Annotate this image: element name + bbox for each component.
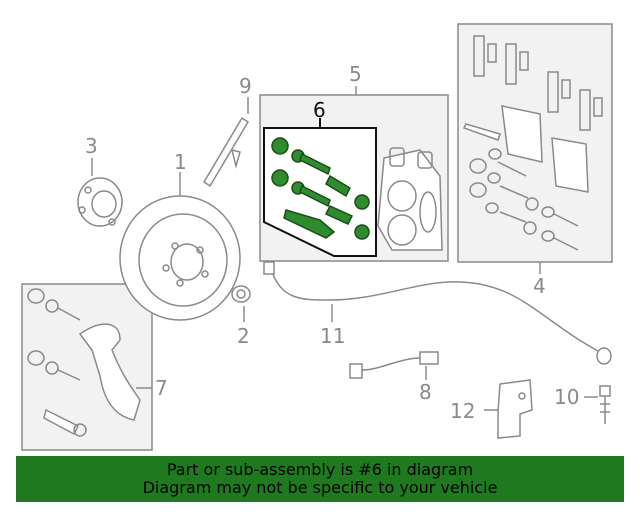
caliper-body — [377, 147, 443, 251]
hub-nut — [231, 285, 251, 303]
callout-3[interactable]: 3 — [85, 134, 98, 158]
callout-10[interactable]: 10 — [554, 385, 580, 409]
wheel-hub — [77, 177, 123, 227]
abs-sensor — [599, 385, 611, 424]
leader-lines — [91, 86, 598, 411]
callout-11[interactable]: 11 — [320, 324, 346, 348]
callout-9[interactable]: 9 — [239, 74, 252, 98]
callout-7[interactable]: 7 — [155, 376, 168, 400]
bracket-panel — [21, 283, 153, 451]
callout-12[interactable]: 12 — [450, 399, 476, 423]
brake-rotor — [119, 195, 241, 321]
callout-6[interactable]: 6 — [313, 98, 326, 122]
guide-pin-kit — [271, 137, 370, 240]
dust-shield — [202, 116, 250, 188]
brake-pads — [501, 105, 589, 193]
wear-clip — [462, 123, 501, 141]
info-banner: Part or sub-assembly is #6 in diagram Di… — [16, 456, 624, 502]
caliper-bracket-items — [27, 288, 141, 437]
callout-4[interactable]: 4 — [533, 274, 546, 298]
callout-2[interactable]: 2 — [237, 324, 250, 348]
mounting-plate — [497, 379, 533, 439]
pin-kit-group — [263, 118, 377, 257]
callout-8[interactable]: 8 — [419, 380, 432, 404]
caliper-bolts-kit — [469, 148, 579, 251]
parts-diagram — [21, 23, 613, 451]
sensor-wire-8 — [349, 351, 439, 379]
banner-line-1: Part or sub-assembly is #6 in diagram — [166, 460, 474, 479]
banner-line-2: Diagram may not be specific to your vehi… — [142, 478, 498, 497]
wear-sensor-wire — [269, 265, 601, 353]
pad-clips — [473, 35, 603, 131]
callout-5[interactable]: 5 — [349, 62, 362, 86]
callout-1[interactable]: 1 — [174, 150, 187, 174]
